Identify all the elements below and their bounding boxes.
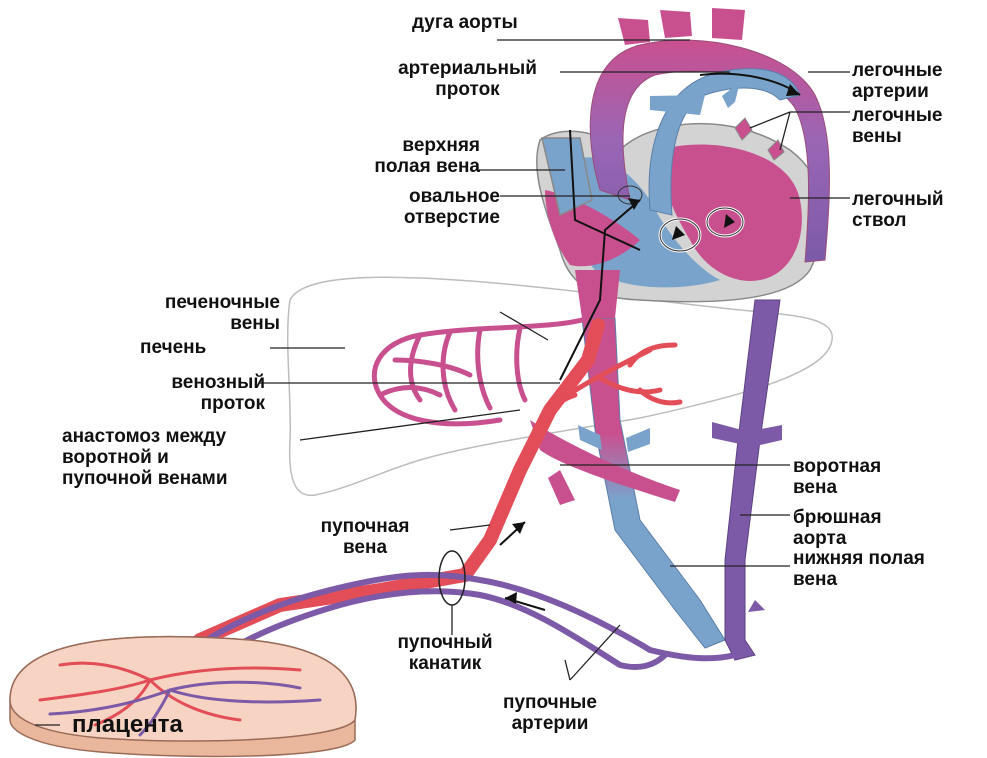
label-line: вены	[95, 313, 280, 334]
label-ductus-venosus: венозный проток	[110, 372, 265, 414]
label-line: пупочные	[470, 692, 630, 713]
label-portal-vein: воротная вена	[793, 456, 881, 498]
label-line: пупочная	[290, 516, 440, 537]
label-line: вена	[290, 537, 440, 558]
label-line: полая вена	[315, 156, 480, 177]
label-line: анастомоз между	[62, 426, 228, 447]
label-line: отверстие	[340, 207, 500, 228]
label-abdominal-aorta: брюшная аорта	[793, 507, 882, 549]
label-inferior-vena-cava: нижняя полая вена	[793, 548, 925, 590]
label-line: канатик	[360, 653, 530, 674]
label-line: овальное	[340, 186, 500, 207]
label-umbilical-cord: пупочный канатик	[360, 632, 530, 674]
placenta-disc	[10, 637, 356, 757]
label-pulmonary-arteries: легочные артерии	[852, 60, 942, 102]
label-pulmonary-trunk: легочный ствол	[852, 189, 944, 231]
label-line: верхняя	[315, 135, 480, 156]
label-line: пупочный	[360, 632, 530, 653]
label-pulmonary-veins: легочные вены	[852, 105, 942, 147]
label-line: артерии	[852, 81, 942, 102]
label-superior-vena-cava: верхняя полая вена	[315, 135, 480, 177]
label-line: пупочной венами	[62, 468, 228, 489]
label-ductus-arteriosus: артериальный проток	[375, 58, 560, 100]
label-line: воротная	[793, 456, 881, 477]
label-hepatic-veins: печеночные вены	[95, 292, 280, 334]
label-placenta: плацента	[72, 712, 183, 738]
label-line: легочный	[852, 189, 944, 210]
label-line: артерии	[470, 713, 630, 734]
label-line: нижняя полая	[793, 548, 925, 569]
label-line: печеночные	[95, 292, 280, 313]
label-line: венозный	[110, 372, 265, 393]
label-line: вены	[852, 126, 942, 147]
label-liver: печень	[140, 337, 206, 358]
label-umbilical-arteries: пупочные артерии	[470, 692, 630, 734]
label-line: легочные	[852, 60, 942, 81]
label-aortic-arch: дуга аорты	[412, 12, 518, 33]
label-umbilical-vein: пупочная вена	[290, 516, 440, 558]
label-anastomosis: анастомоз между воротной и пупочной вена…	[62, 426, 228, 489]
label-line: артериальный	[375, 58, 560, 79]
label-line: аорта	[793, 528, 882, 549]
label-line: вена	[793, 569, 925, 590]
label-line: ствол	[852, 210, 944, 231]
label-line: вена	[793, 477, 881, 498]
label-line: легочные	[852, 105, 942, 126]
label-line: проток	[110, 393, 265, 414]
label-line: проток	[375, 79, 560, 100]
label-foramen-ovale: овальное отверстие	[340, 186, 500, 228]
label-line: воротной и	[62, 447, 228, 468]
label-line: брюшная	[793, 507, 882, 528]
